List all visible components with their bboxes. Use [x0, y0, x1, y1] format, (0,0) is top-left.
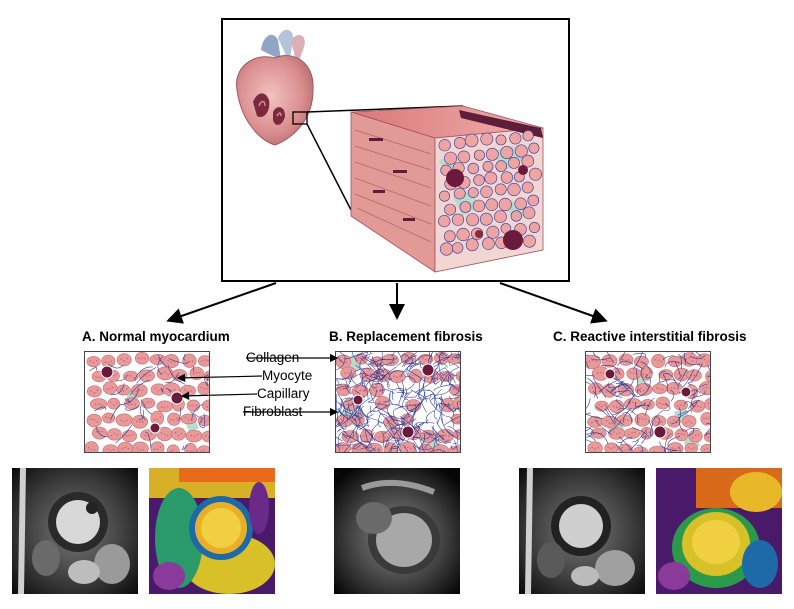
arrow-to-panel-c [499, 282, 608, 324]
heart-illustration-box [221, 18, 570, 282]
panel-a-title: A. Normal myocardium [82, 329, 230, 344]
tissue-block [350, 105, 544, 273]
panel-a-mri-lge [12, 468, 138, 594]
panel-c-title: C. Reactive interstitial fibrosis [553, 329, 747, 344]
branch-arrows [166, 282, 608, 324]
heart-tissue-illustration [236, 29, 544, 273]
panel-a-tissue [84, 351, 210, 453]
panel-c-mri-t1map [656, 468, 782, 594]
arrow-to-panel-a [166, 282, 277, 324]
panel-b-mri-lge [334, 468, 460, 594]
panel-b-tissue [335, 351, 461, 453]
panel-c-mri-lge [519, 468, 645, 594]
label-myocyte: Myocyte [262, 368, 313, 383]
panel-a-mri-t1map [149, 468, 275, 594]
label-capillary: Capillary [257, 386, 310, 401]
panel-c-tissue [585, 351, 711, 453]
legend-pointer-arrows [176, 353, 339, 417]
panel-b-title: B. Replacement fibrosis [329, 329, 483, 344]
heart-drawing [236, 29, 314, 146]
